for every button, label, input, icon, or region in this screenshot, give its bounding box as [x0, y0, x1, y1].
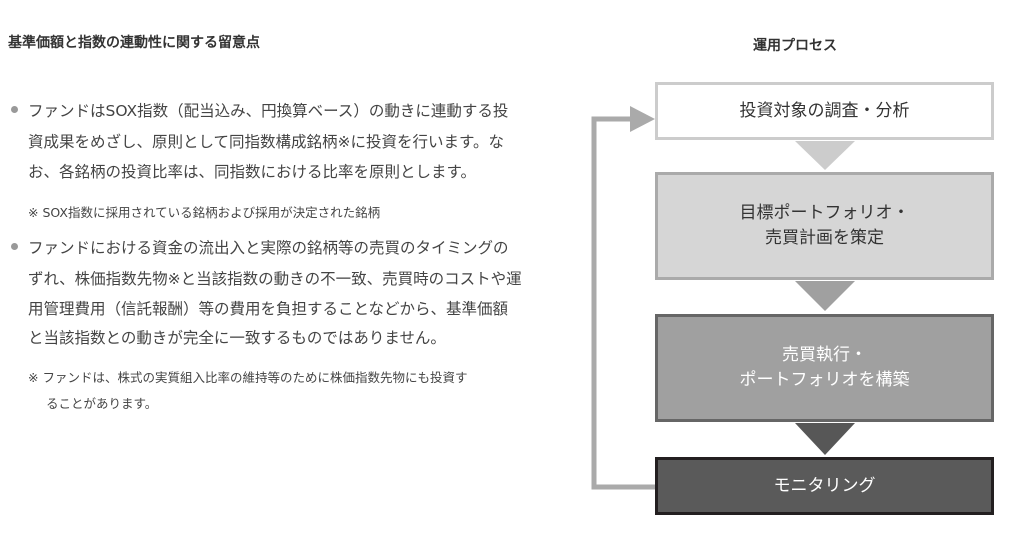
step-label: 目標ポートフォリオ・: [739, 203, 910, 224]
text-line: ファンドはSOX指数（配当込み、円換算ベース）の動きに連動する投: [28, 102, 509, 120]
section-title: 基準価額と指数の連動性に関する留意点: [8, 35, 260, 51]
process-title: 運用プロセス: [753, 38, 837, 54]
process-step-research: 投資対象の調査・分析: [655, 82, 994, 140]
step-label: 投資対象の調査・分析: [739, 100, 910, 121]
down-arrow-icon: [795, 141, 855, 170]
step-label: ポートフォリオを構築: [739, 370, 910, 390]
step-label: 売買執行・: [782, 345, 867, 366]
text-line: お、各銘柄の投資比率は、同指数における比率を原則とします。: [28, 163, 476, 181]
text-line: 用管理費用（信託報酬）等の費用を負担することなどから、基準価額: [28, 300, 509, 318]
process-step-monitoring: モニタリング: [655, 457, 994, 515]
step-label: モニタリング: [773, 475, 876, 496]
text-line: ファンドにおける資金の流出入と実際の銘柄等の売買のタイミングの: [28, 239, 509, 257]
text-line: と当該指数との動きが完全に一致するものではありません。: [28, 329, 446, 347]
bullet-dot-icon: [11, 106, 18, 113]
text-line: ずれ、株価指数先物※と当該指数の動きの不一致、売買時のコストや運: [28, 270, 522, 288]
text-line: 資成果をめざし、原則として同指数構成銘柄※に投資を行います。な: [28, 133, 504, 151]
bullet-dot-icon: [11, 243, 18, 250]
footnote: ※ SOX指数に採用されている銘柄および採用が決定された銘柄: [28, 205, 381, 220]
process-step-execute: 売買執行・ ポートフォリオを構築: [655, 314, 994, 422]
footnote: ることがあります。: [46, 396, 158, 411]
footnote: ※ ファンドは、株式の実質組入比率の維持等のために株価指数先物にも投資す: [28, 370, 468, 385]
loop-arrow-icon: [591, 106, 655, 490]
process-step-plan: 目標ポートフォリオ・ 売買計画を策定: [655, 172, 994, 280]
step-label: 売買計画を策定: [765, 228, 884, 248]
down-arrow-icon: [795, 281, 855, 311]
down-arrow-icon: [795, 423, 855, 455]
